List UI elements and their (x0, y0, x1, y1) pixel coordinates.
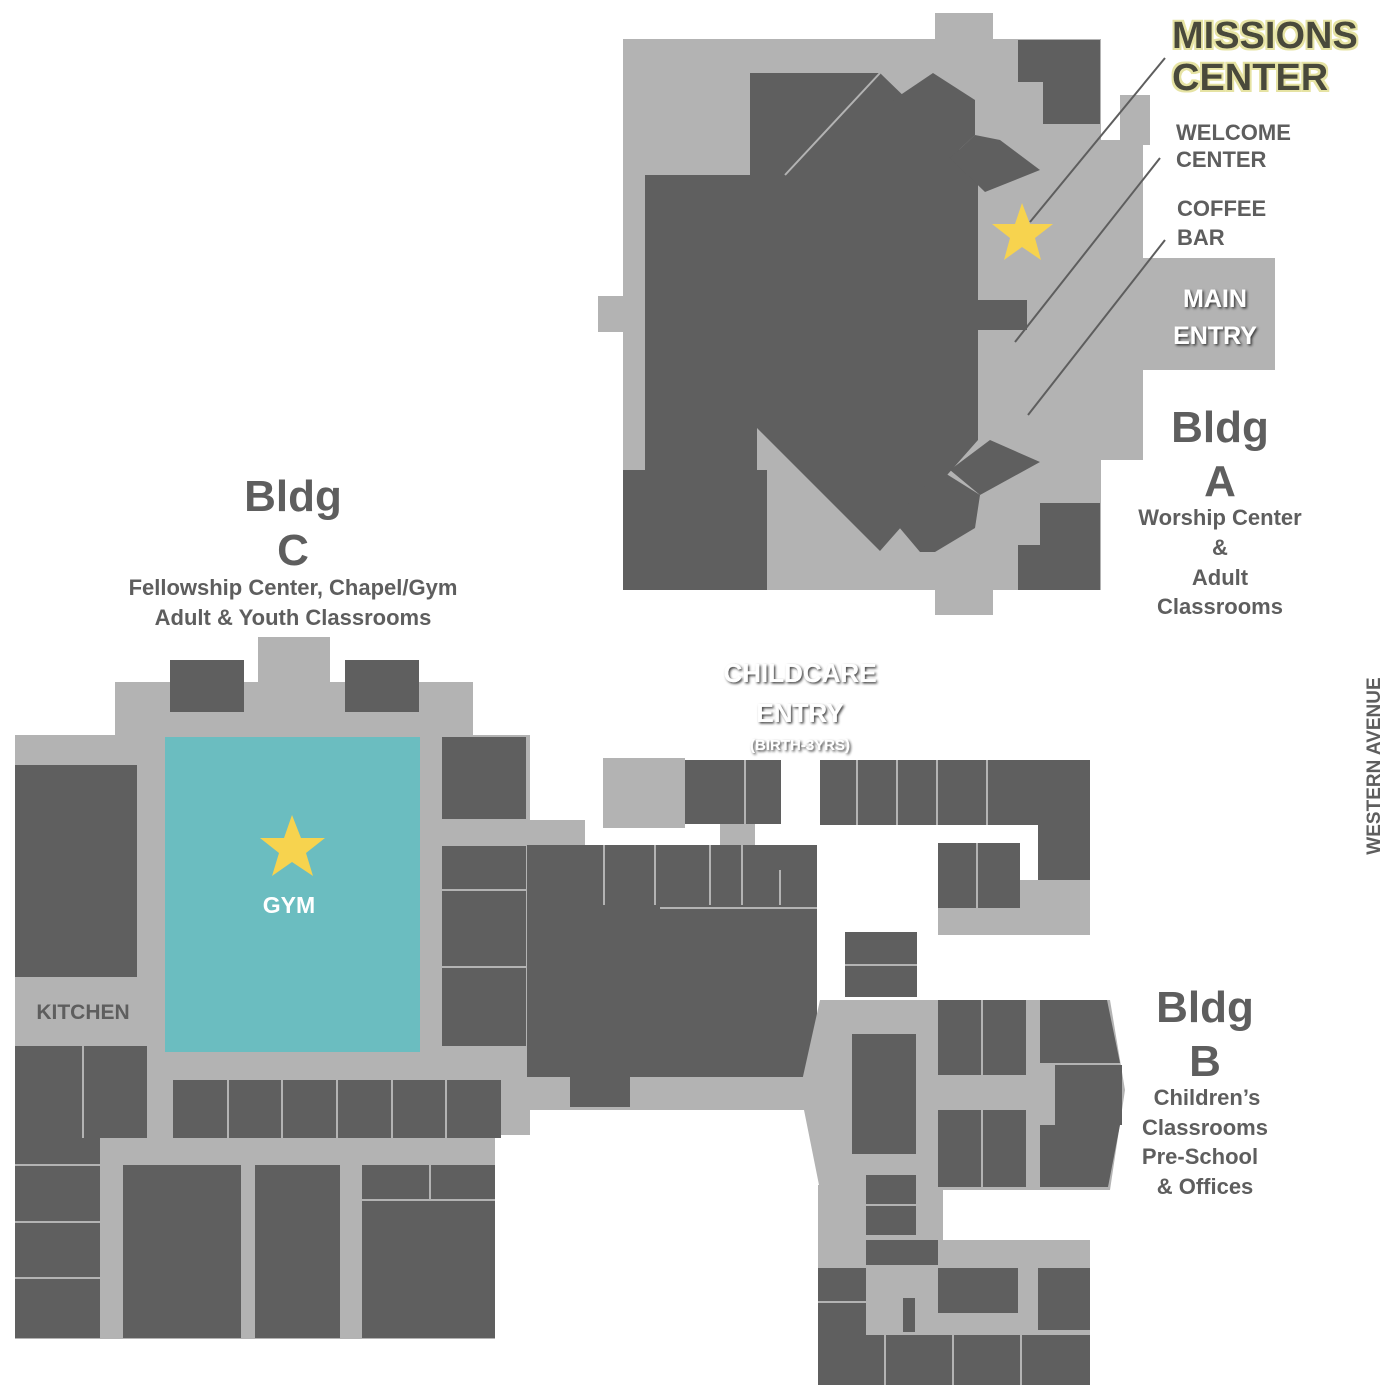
gym-star-icon (260, 815, 325, 876)
building-b-title-line1: Bldg (1156, 983, 1254, 1032)
building-a-title-line2: A (1204, 457, 1236, 506)
building-a-desc-line4: Classrooms (1157, 594, 1283, 619)
childcare-entry-label-line1: CHILDCARE (723, 658, 876, 688)
building-b (800, 760, 1125, 1385)
building-b-desc-line4: & Offices (1157, 1174, 1254, 1199)
building-a-desc-line1: Worship Center (1138, 505, 1302, 530)
gym-room (165, 737, 420, 1052)
building-b-rooms (818, 760, 1122, 1385)
welcome-center-label-line2: CENTER (1176, 147, 1267, 172)
welcome-center-label-line1: WELCOME (1176, 120, 1291, 145)
building-c-desc-line1: Fellowship Center, Chapel/Gym (129, 575, 458, 600)
missions-center-star-icon (992, 203, 1053, 260)
building-c-title-line2: C (277, 526, 309, 575)
building-c-title-line1: Bldg (244, 472, 342, 521)
childcare-entry-label-line2: ENTRY (756, 698, 843, 728)
building-b-desc-line2: Classrooms (1142, 1115, 1268, 1140)
building-a-desc-line3: Adult (1192, 565, 1249, 590)
missions-center-label-line2: CENTER (1172, 57, 1328, 99)
building-a (598, 13, 1275, 615)
building-b-desc-line1: Children’s (1154, 1085, 1261, 1110)
building-b-desc-line3: Pre-School (1142, 1144, 1258, 1169)
kitchen-label: KITCHEN (36, 1001, 129, 1024)
childcare-entry-label-line3: (BIRTH-3YRS) (750, 737, 850, 754)
building-c-rooms (15, 660, 817, 1338)
building-b-title-line2: B (1189, 1037, 1221, 1086)
street-label: WESTERN AVENUE (1364, 677, 1385, 854)
worship-center-sanctuary (645, 73, 1027, 551)
coffee-bar-label-line1: COFFEE (1177, 196, 1266, 221)
building-c-desc-line2: Adult & Youth Classrooms (155, 605, 432, 630)
building-a-pointer-lines (1014, 57, 1166, 416)
main-entry-label-line2: ENTRY (1173, 322, 1257, 350)
building-c (15, 637, 825, 1339)
missions-center-label-line1: MISSIONS (1172, 15, 1358, 57)
main-entry-label-line1: MAIN (1183, 285, 1247, 313)
gym-label: GYM (263, 892, 315, 918)
building-a-rooms (623, 40, 1100, 590)
coffee-bar-label-line2: BAR (1177, 225, 1225, 250)
building-a-desc-line2: & (1212, 535, 1228, 560)
building-a-title-line1: Bldg (1171, 403, 1269, 452)
